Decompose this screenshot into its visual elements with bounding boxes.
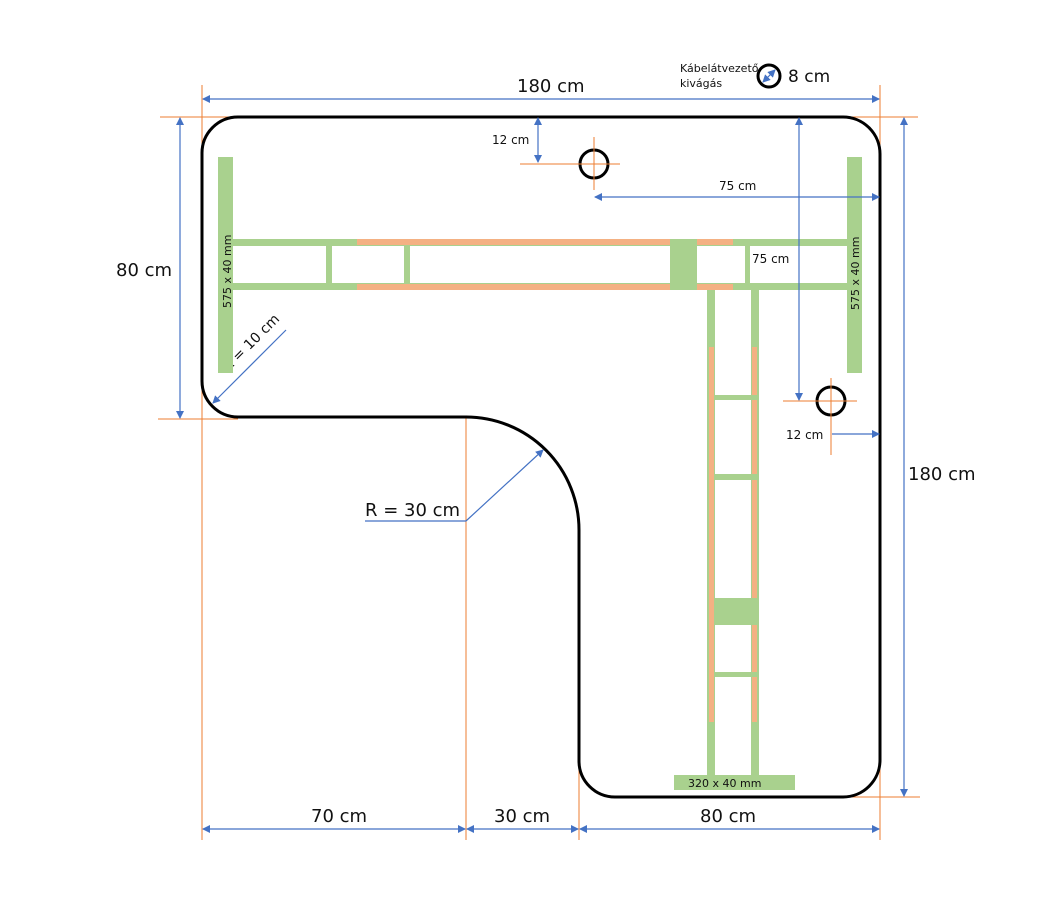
legend-size: 8 cm [788,67,830,87]
cable-hole-1 [520,137,620,190]
bottom-foot-label: 320 x 40 mm [688,777,761,790]
left-leg [218,157,233,373]
left-leg-label: 575 x 40 mm [221,235,234,308]
right-leg-label: 575 x 40 mm [849,237,862,310]
total-depth-label: 180 cm [908,464,976,485]
bottom-left-label: 70 cm [311,806,367,827]
extension-lines [158,85,920,840]
desk-frame [218,157,862,790]
legend-line2: kivágás [680,77,722,90]
inner-radius-label: R = 30 cm [365,500,460,521]
right-leg [847,157,862,373]
bottom-mid-label: 30 cm [494,806,550,827]
hole1-top-label: 12 cm [492,133,529,147]
total-width-label: 180 cm [517,76,585,97]
desk-outline [200,115,882,799]
cutout-icon [756,63,782,89]
hole1-right-label: 75 cm [719,179,756,193]
hole2-top-label: 75 cm [752,252,789,266]
legend-line1: Kábelátvezető [680,62,759,75]
bottom-foot [674,775,795,790]
dimension-lines [176,95,908,833]
left-depth-label: 80 cm [116,260,172,281]
cable-cutout-legend: Kábelátvezető kivágás 8 cm [680,62,830,90]
hole2-right-label: 12 cm [786,428,823,442]
cable-hole-2 [783,378,857,455]
bottom-right-label: 80 cm [700,806,756,827]
